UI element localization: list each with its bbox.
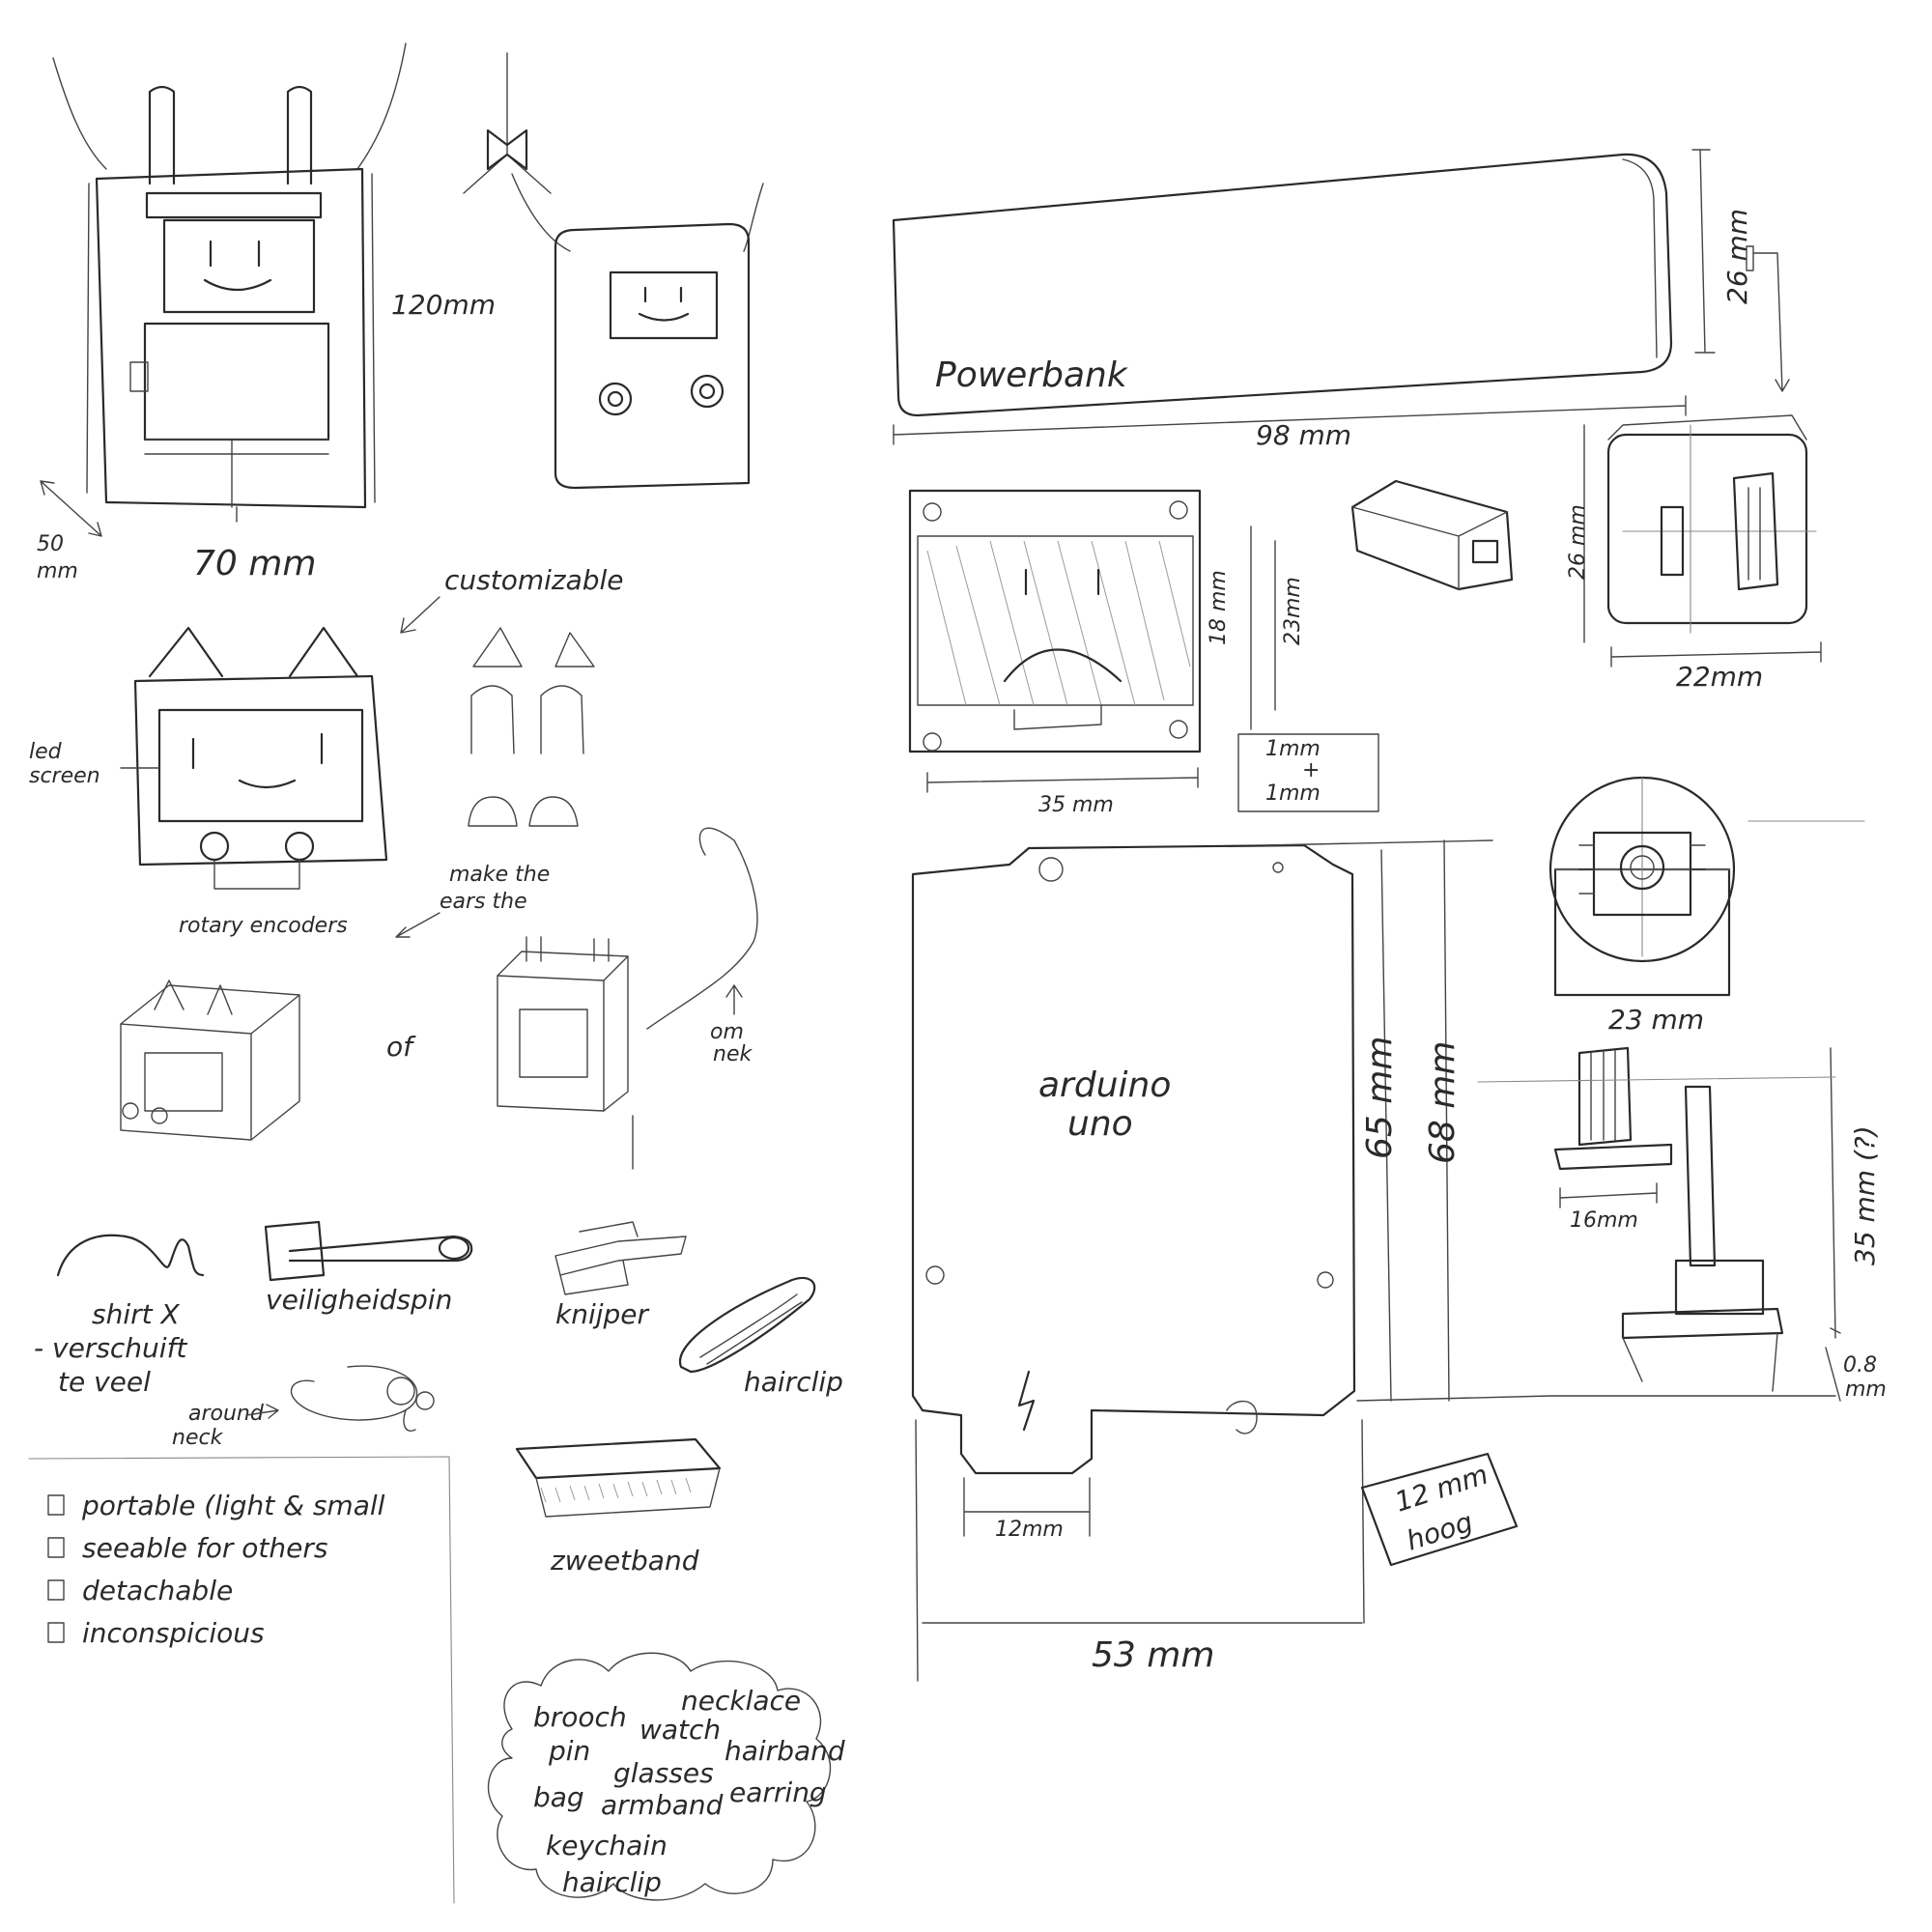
- cloud-word-hairclip: hairclip: [562, 1866, 662, 1898]
- dim-50mm-label-b: mm: [37, 559, 78, 583]
- usb-plug-sketch: [1350, 479, 1514, 591]
- dim-98mm: 98 mm: [1256, 419, 1351, 451]
- dim-120mm: 120mm: [391, 289, 496, 321]
- cloud-word-bag: bag: [533, 1781, 584, 1813]
- cat-device-sketch: [133, 626, 388, 890]
- dim-23mm-v: 23mm: [1281, 577, 1305, 645]
- dim-50mm-arrow: [40, 480, 102, 537]
- cloud-word-keychain: keychain: [546, 1830, 668, 1861]
- dim-35mm-q: 35 mm (?): [1849, 1125, 1881, 1265]
- cloud-word-necklace: necklace: [681, 1685, 801, 1717]
- hairclip-sketch: [678, 1276, 816, 1374]
- rotary-encoders-label: rotary encoders: [179, 914, 348, 938]
- checklist-item-4: inconspicious: [82, 1617, 265, 1649]
- cloud-word-watch: watch: [639, 1714, 721, 1746]
- rotary-encoder-side-sketch: [1477, 1046, 1841, 1402]
- knijper-label: knijper: [555, 1298, 650, 1330]
- om-nek-label-b: nek: [713, 1042, 753, 1066]
- powerbank-sketch: [892, 149, 1716, 445]
- dim-08mm-a: 0.8: [1843, 1353, 1877, 1378]
- checkbox-1[interactable]: [47, 1494, 65, 1516]
- of-label: of: [386, 1031, 416, 1063]
- device-front-sketch: [52, 43, 407, 523]
- box-3d-sketch-a: [120, 980, 300, 1141]
- dim-1mm-b: 1mm: [1265, 781, 1321, 806]
- shirt-x-label: shirt X: [92, 1298, 181, 1330]
- ears-arrow: [395, 912, 440, 938]
- make-ears-label-a: make the: [449, 863, 550, 887]
- led-screen-label-a: led: [29, 740, 63, 764]
- dim-70mm: 70 mm: [193, 544, 316, 583]
- safety-pin-sketch: [264, 1220, 473, 1282]
- dim-26mm-top: 26 mm: [1721, 209, 1753, 304]
- usb-port-module-sketch: [1583, 414, 1822, 668]
- requirements-checklist: portable (light & small seeable for othe…: [47, 1490, 385, 1649]
- checklist-item-3: detachable: [82, 1575, 233, 1606]
- divider-line: [28, 1456, 455, 1904]
- cloud-word-hairband: hairband: [724, 1735, 845, 1767]
- cloud-word-brooch: brooch: [533, 1701, 627, 1733]
- cloud-word-armband: armband: [601, 1789, 724, 1821]
- dim-12mm: 12mm: [995, 1518, 1064, 1542]
- dim-65mm: 65 mm: [1360, 1037, 1400, 1159]
- veiligheidspin-label: veiligheidspin: [266, 1284, 452, 1316]
- around-neck-label-b: neck: [172, 1426, 224, 1450]
- checklist-item-1: portable (light & small: [81, 1490, 385, 1521]
- zweetband-label: zweetband: [550, 1545, 699, 1577]
- checkbox-3[interactable]: [47, 1579, 65, 1601]
- verschuift-label-b: te veel: [58, 1366, 151, 1398]
- dim-1mm-a: 1mm: [1265, 737, 1321, 761]
- dim-68mm: 68 mm: [1423, 1041, 1463, 1164]
- device-small-sketch: [463, 52, 764, 490]
- dim-1mm-plus: +: [1302, 758, 1320, 782]
- rotary-encoder-top-sketch: [1548, 776, 1865, 997]
- make-ears-label-b: ears the: [440, 890, 527, 914]
- arduino-label-b: uno: [1067, 1104, 1133, 1144]
- led-screen-label-b: screen: [29, 764, 100, 788]
- cloud-word-earring: earring: [729, 1776, 827, 1808]
- dim-16mm: 16mm: [1570, 1208, 1638, 1233]
- zweetband-sketch: [515, 1437, 722, 1518]
- around-neck-arrow: [245, 1404, 279, 1419]
- customizable-arrow: [400, 596, 440, 634]
- customizable-label: customizable: [444, 564, 624, 596]
- dim-26mm-side: 26 mm: [1566, 504, 1590, 580]
- dim-53mm: 53 mm: [1092, 1635, 1214, 1675]
- ear-variants-sketch: [468, 627, 595, 827]
- dim-18mm: 18 mm: [1207, 570, 1231, 645]
- arduino-label-a: arduino: [1038, 1065, 1171, 1105]
- powerbank-label: Powerbank: [935, 355, 1129, 395]
- om-nek-label-a: om: [710, 1020, 744, 1044]
- display-module-sketch: [908, 489, 1379, 812]
- shirt-clip-sketch: [56, 1234, 205, 1277]
- usb-arrow: [1746, 245, 1790, 392]
- checkbox-4[interactable]: [47, 1622, 65, 1643]
- idea-cloud: [487, 1652, 832, 1901]
- hairclip-label: hairclip: [744, 1366, 843, 1398]
- dim-50mm-label-a: 50: [37, 532, 64, 556]
- checklist-item-2: seeable for others: [82, 1532, 327, 1564]
- necklace-sketch: [290, 1365, 435, 1432]
- om-nek-arrow: [725, 984, 743, 1015]
- dim-22mm: 22mm: [1676, 661, 1763, 693]
- arduino-uno-sketch: [911, 839, 1836, 1682]
- knijper-sketch: [554, 1221, 687, 1295]
- box-3d-sketch-b: [497, 827, 758, 1170]
- dim-35mm: 35 mm: [1038, 793, 1114, 817]
- checkbox-2[interactable]: [47, 1537, 65, 1558]
- dim-23mm-h: 23 mm: [1608, 1004, 1704, 1036]
- cloud-word-pin: pin: [548, 1735, 590, 1767]
- dim-08mm-b: mm: [1845, 1378, 1887, 1402]
- cloud-word-glasses: glasses: [613, 1757, 714, 1789]
- verschuift-label-a: - verschuift: [34, 1332, 187, 1364]
